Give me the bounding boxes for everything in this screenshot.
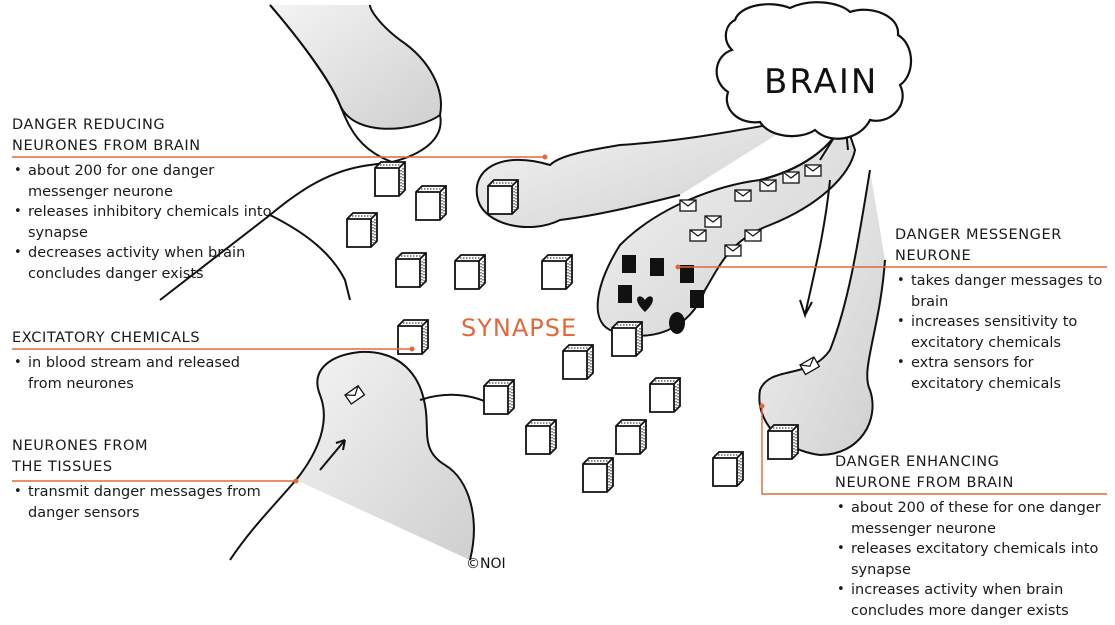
annotation-bullet: about 200 for one danger messenger neuro… (12, 161, 272, 202)
annotation-bullet: increases sensitivity to excitatory chem… (895, 312, 1110, 353)
annotation-tissue-neurones: NEURONES FROM THE TISSUES transmit dange… (12, 436, 262, 523)
annotation-bullet: about 200 of these for one danger messen… (835, 498, 1107, 539)
annotation-danger-messenger: DANGER MESSENGER NEURONE takes danger me… (895, 225, 1110, 394)
annotation-bullet: decreases activity when brain concludes … (12, 243, 272, 284)
annotation-bullet: increases activity when brain concludes … (835, 580, 1107, 621)
annotation-danger-reducing: DANGER REDUCING NEURONES FROM BRAIN abou… (12, 115, 272, 284)
annotation-heading: NEURONES FROM THE TISSUES (12, 436, 262, 478)
brain-label: BRAIN (764, 62, 878, 102)
synapse-label: SYNAPSE (461, 314, 577, 342)
annotation-bullet: in blood stream and released from neuron… (12, 353, 252, 394)
annotation-heading: DANGER REDUCING NEURONES FROM BRAIN (12, 115, 272, 157)
annotation-bullet: transmit danger messages from danger sen… (12, 482, 262, 523)
annotation-heading: EXCITATORY CHEMICALS (12, 328, 252, 349)
tissue-neurone (230, 352, 500, 560)
annotation-bullet: extra sensors for excitatory chemicals (895, 353, 1110, 394)
annotation-danger-enhancing: DANGER ENHANCING NEURONE FROM BRAIN abou… (835, 452, 1107, 621)
annotation-excitatory-chemicals: EXCITATORY CHEMICALS in blood stream and… (12, 328, 252, 394)
annotation-bullet: releases excitatory chemicals into synap… (835, 539, 1107, 580)
annotation-bullet: releases inhibitory chemicals into synap… (12, 202, 272, 243)
annotation-heading: DANGER ENHANCING NEURONE FROM BRAIN (835, 452, 1107, 494)
annotation-bullet: takes danger messages to brain (895, 271, 1110, 312)
copyright-mark: ©NOI (466, 556, 506, 572)
annotation-heading: DANGER MESSENGER NEURONE (895, 225, 1110, 267)
